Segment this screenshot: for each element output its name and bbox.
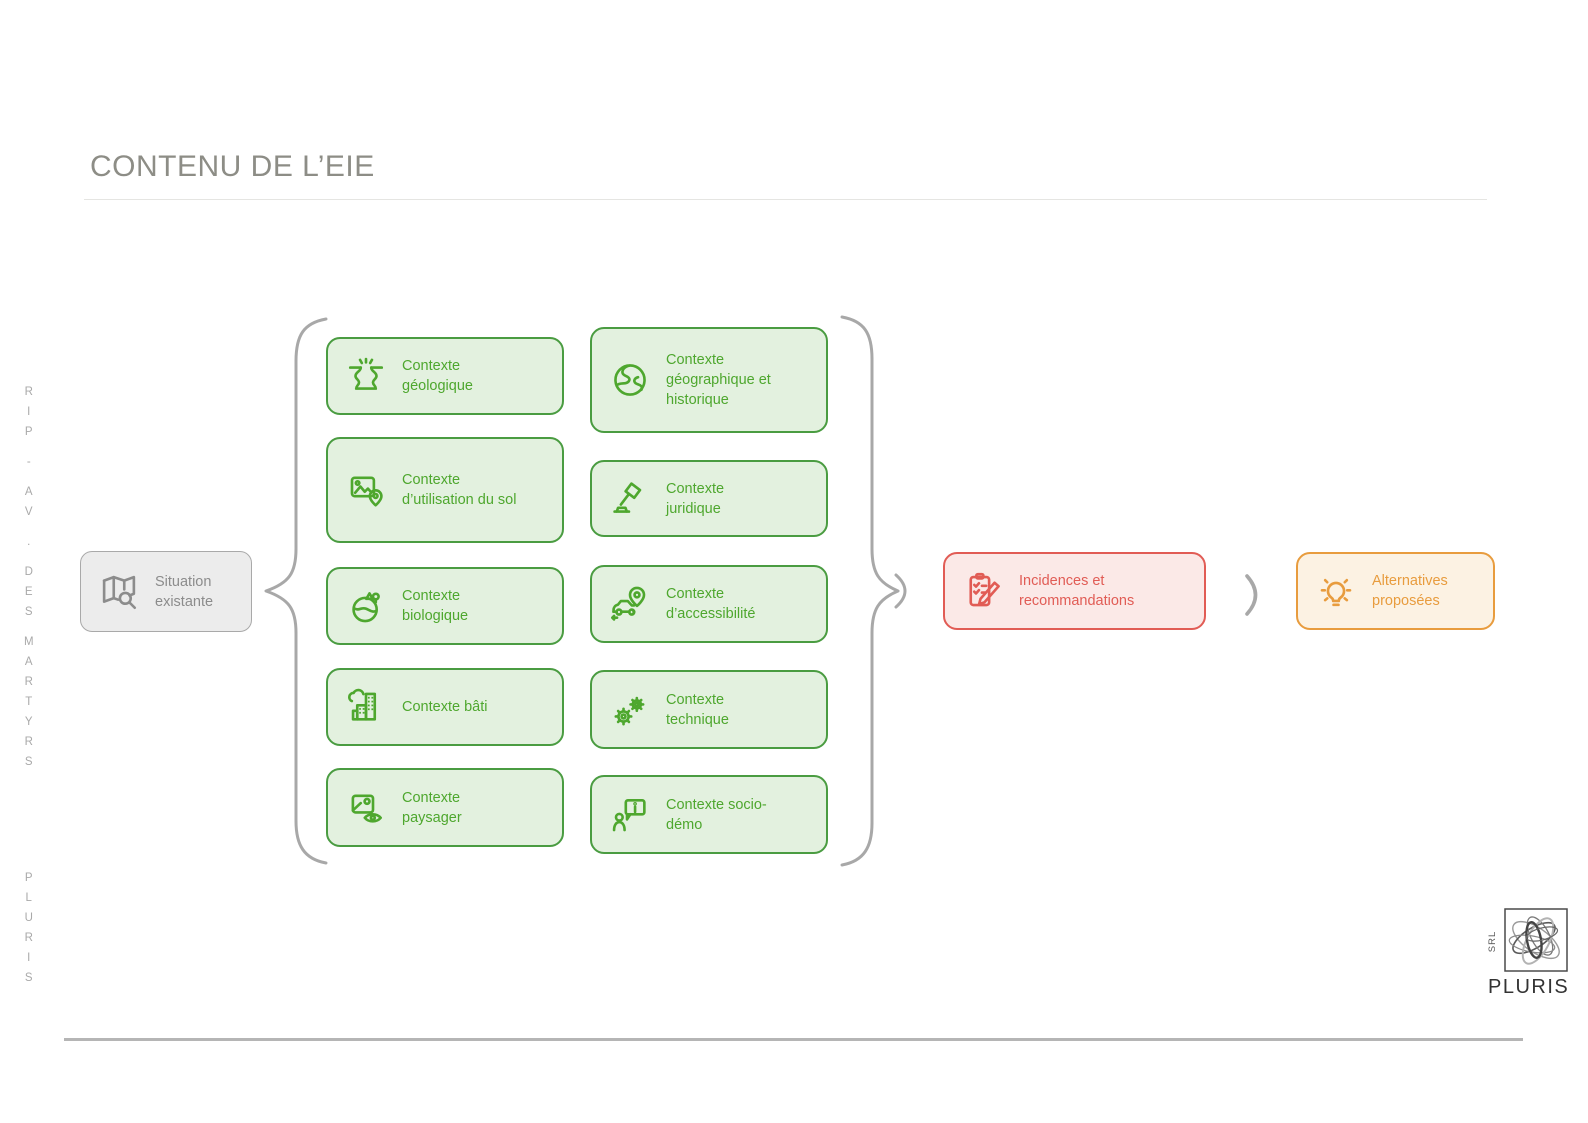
closing-brace bbox=[840, 315, 907, 867]
sidebar-word: PLURIS bbox=[22, 872, 35, 992]
person-speech-icon bbox=[607, 794, 653, 836]
opening-brace bbox=[264, 317, 328, 865]
box-label: Contexte technique bbox=[666, 691, 729, 728]
landscape-eye-icon bbox=[343, 787, 389, 829]
box-label: Contexte d’accessibilité bbox=[666, 586, 756, 622]
context-box-bati: Contexte bâti bbox=[326, 668, 564, 746]
map-search-icon bbox=[96, 571, 142, 613]
gears-icon bbox=[607, 689, 653, 731]
land-use-icon bbox=[343, 469, 389, 511]
lightbulb-icon bbox=[1313, 570, 1359, 612]
context-box-geographique-historique: Contexte géographique et historique bbox=[590, 327, 828, 433]
clipboard-pencil-icon bbox=[960, 570, 1006, 612]
biology-icon bbox=[343, 585, 389, 627]
box-label: Contexte paysager bbox=[402, 789, 462, 826]
context-box-juridique: Contexte juridique bbox=[590, 460, 828, 537]
title-divider bbox=[84, 199, 1487, 200]
sidebar-word: - bbox=[22, 456, 35, 476]
sidebar-word: DES bbox=[22, 566, 35, 626]
box-label: Situation existante bbox=[155, 573, 214, 610]
page-title: CONTENU DE L’EIE bbox=[90, 150, 375, 183]
situation-existante-box: Situation existante bbox=[80, 551, 252, 632]
sidebar-word: AV bbox=[22, 486, 35, 526]
context-box-biologique: Contexte biologique bbox=[326, 567, 564, 645]
box-label: Contexte juridique bbox=[666, 480, 725, 517]
built-icon bbox=[343, 686, 389, 728]
footer-divider bbox=[64, 1038, 1523, 1041]
context-box-technique: Contexte technique bbox=[590, 670, 828, 749]
logo-srl-text: SRL bbox=[1487, 930, 1499, 953]
geology-icon bbox=[343, 355, 389, 397]
box-label: Alternatives proposées bbox=[1372, 573, 1448, 609]
box-label: Contexte bâti bbox=[402, 699, 488, 715]
context-box-accessibilite: Contexte d’accessibilité bbox=[590, 565, 828, 643]
gavel-icon bbox=[607, 478, 653, 520]
sidebar-project-name: RIP - AV . DES MARTYRS bbox=[18, 386, 38, 776]
box-label: Contexte biologique bbox=[402, 588, 469, 624]
context-box-socio-demo: Contexte socio-démo bbox=[590, 775, 828, 854]
globe-icon bbox=[607, 359, 653, 401]
context-box-geologique: Contexte géologique bbox=[326, 337, 564, 415]
chevron-icon bbox=[1245, 574, 1258, 616]
incidences-box: Incidences et recommandations bbox=[943, 552, 1206, 630]
context-box-utilisation-sol: Contexte d’utilisation du sol bbox=[326, 437, 564, 543]
context-box-paysager: Contexte paysager bbox=[326, 768, 564, 847]
sidebar-word: MARTYRS bbox=[22, 636, 35, 776]
sidebar-brand: PLURIS bbox=[18, 872, 38, 992]
car-pin-icon bbox=[607, 583, 653, 625]
sidebar-word: . bbox=[22, 536, 35, 556]
box-label: Contexte d’utilisation du sol bbox=[402, 472, 517, 508]
alternatives-box: Alternatives proposées bbox=[1296, 552, 1495, 630]
pluris-logo bbox=[1504, 908, 1568, 972]
box-label: Contexte socio-démo bbox=[666, 796, 767, 833]
box-label: Incidences et recommandations bbox=[1019, 573, 1135, 609]
box-label: Contexte géographique et historique bbox=[666, 352, 771, 408]
box-label: Contexte géologique bbox=[402, 358, 473, 394]
logo-name-text: PLURIS bbox=[1488, 976, 1570, 998]
sidebar-word: RIP bbox=[22, 386, 35, 446]
